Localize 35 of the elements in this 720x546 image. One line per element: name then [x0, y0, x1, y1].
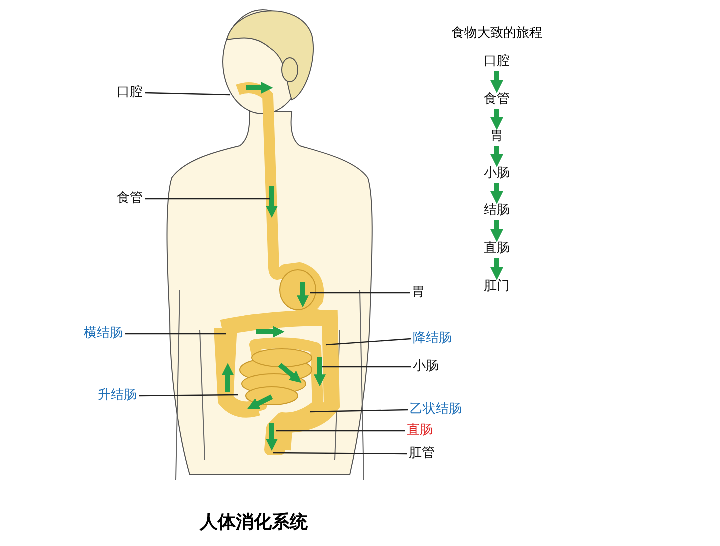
organ-label: 肛管 — [409, 446, 435, 462]
organ-label: 横结肠 — [84, 326, 123, 342]
flow-step-label: 肛门 — [484, 279, 510, 295]
organ-label: 小肠 — [413, 359, 439, 375]
leader-line — [276, 430, 405, 432]
diagram-caption: 人体消化系统 — [200, 511, 308, 534]
leader-line — [139, 394, 238, 397]
organ-label: 乙状结肠 — [410, 402, 462, 418]
flow-heading: 食物大致的旅程 — [452, 25, 542, 42]
leader-line — [326, 338, 412, 346]
flow-arrow — [490, 109, 504, 130]
leader-line — [273, 452, 407, 455]
flow-step-label: 直肠 — [484, 241, 510, 257]
organ-label: 直肠 — [407, 423, 433, 439]
flow-arrow — [490, 183, 504, 204]
flow-arrow — [490, 258, 504, 280]
leader-line — [310, 409, 408, 413]
leader-line — [125, 333, 226, 335]
organ-label: 口腔 — [117, 85, 143, 101]
flow-step-label: 食管 — [484, 92, 510, 108]
organ-label: 降结肠 — [413, 331, 452, 347]
leader-line — [322, 366, 411, 368]
flow-step-label: 结肠 — [484, 203, 510, 219]
flow-arrow — [490, 146, 504, 168]
flow-arrow — [490, 71, 504, 94]
flow-step-label: 小肠 — [484, 166, 510, 182]
leader-line — [310, 292, 410, 294]
organ-label: 升结肠 — [98, 388, 137, 404]
organ-label: 食管 — [117, 191, 143, 207]
flow-step-label: 口腔 — [484, 54, 510, 70]
flow-step-label: 胃 — [490, 129, 504, 145]
organ-label: 胃 — [412, 285, 425, 301]
leader-line — [144, 92, 230, 96]
leader-line — [145, 198, 270, 200]
flow-arrow — [490, 220, 504, 242]
